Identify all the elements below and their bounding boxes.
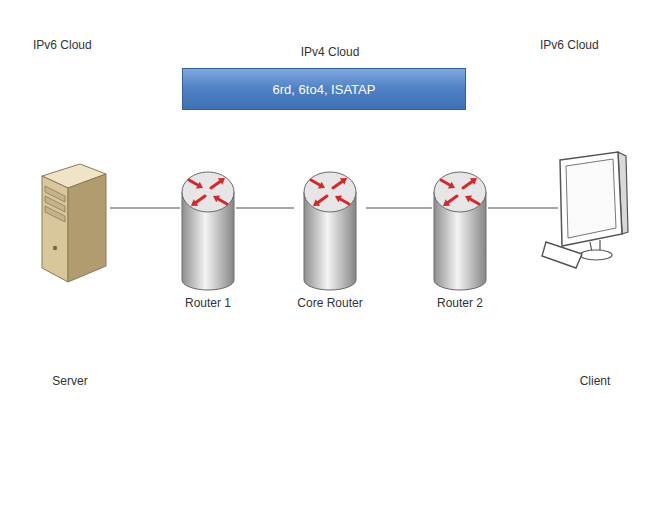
router-arrowhead — [191, 199, 198, 206]
router-top — [434, 172, 486, 212]
router-icon — [432, 168, 488, 292]
client-node: Client — [558, 150, 632, 388]
network-link — [366, 207, 432, 209]
router-arrow — [189, 180, 198, 185]
network-link — [236, 207, 294, 209]
router-arrowhead — [196, 182, 203, 189]
router-node: Core Router — [294, 168, 366, 310]
power-button — [53, 246, 57, 250]
router-arrowhead — [443, 199, 450, 206]
client-icon — [542, 150, 634, 272]
monitor-base — [580, 250, 612, 260]
server-icon — [30, 160, 110, 290]
router-arrowhead — [470, 178, 477, 185]
monitor-screen — [566, 159, 616, 238]
host-label: Server — [52, 374, 87, 388]
router-top — [304, 172, 356, 212]
router-arrowhead — [218, 178, 225, 185]
router-node: Router 1 — [180, 168, 236, 310]
drive-bay — [45, 206, 65, 222]
cloud-border — [151, 18, 505, 486]
monitor-frame — [560, 152, 622, 246]
router-arrow — [463, 181, 472, 188]
host-label: Client — [580, 374, 611, 388]
router-arrow — [211, 181, 220, 188]
router-arrow — [196, 196, 205, 203]
router-arrow — [448, 196, 457, 203]
network-link — [110, 207, 180, 209]
router-arrowhead — [213, 196, 220, 203]
server-front — [42, 176, 68, 282]
router-arrows — [189, 178, 227, 206]
cloud-border — [496, 121, 641, 412]
cloud-label: IPv6 Cloud — [540, 38, 599, 52]
server-side — [68, 174, 106, 282]
router-icon — [180, 168, 236, 292]
cloud-border — [9, 119, 168, 413]
router-arrowhead — [340, 178, 347, 185]
router-arrowhead — [313, 199, 320, 206]
cloud-shadow — [500, 127, 645, 418]
network-cloud: IPv6 CloudClient — [492, 30, 650, 432]
router-icon — [302, 168, 358, 292]
network-link — [488, 207, 558, 209]
keyboard — [542, 242, 582, 268]
router-arrows — [441, 178, 479, 206]
cloud-shadow — [13, 125, 172, 419]
router-arrow — [333, 181, 342, 188]
router-arrowhead — [465, 196, 472, 203]
router-label: Core Router — [297, 296, 362, 310]
router-arrow — [340, 199, 349, 204]
band-label: 6rd, 6to4, ISATAP — [273, 82, 376, 97]
network-cloud: IPv4 Cloud 6rd, 6to4, ISATAP Router 1 Core … — [148, 15, 512, 495]
router-label: Router 1 — [185, 296, 231, 310]
router-arrowhead — [335, 196, 342, 203]
router-arrow — [470, 199, 479, 204]
cloud-shadow — [155, 24, 509, 492]
router-label: Router 2 — [437, 296, 483, 310]
router-node: Router 2 — [432, 168, 488, 310]
server-node: Server — [30, 160, 110, 388]
network-cloud: IPv6 CloudServer — [5, 30, 178, 432]
router-top — [182, 172, 234, 212]
cloud-label: IPv6 Cloud — [33, 38, 92, 52]
router-arrow — [441, 180, 450, 185]
router-arrow — [218, 199, 227, 204]
router-arrowhead — [318, 182, 325, 189]
tunnel-band: 6rd, 6to4, ISATAP — [182, 68, 466, 110]
router-arrowhead — [448, 182, 455, 189]
router-arrow — [311, 180, 320, 185]
cloud-label: IPv4 Cloud — [301, 45, 360, 59]
router-arrows — [311, 178, 349, 206]
router-arrow — [318, 196, 327, 203]
